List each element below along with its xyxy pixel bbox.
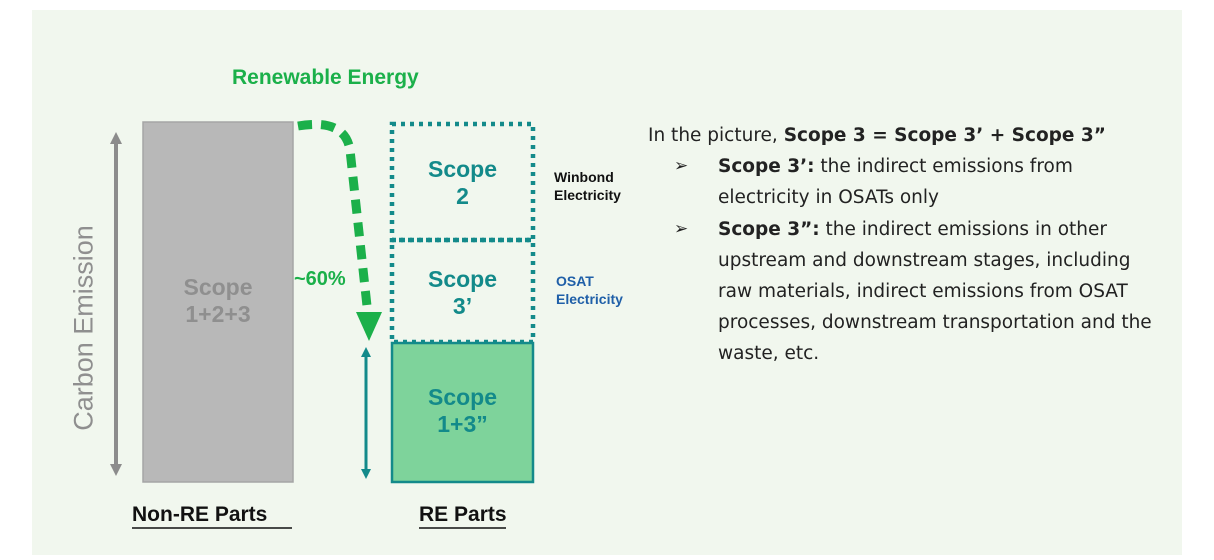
winbond-line2: Electricity: [554, 187, 621, 203]
scope-2-box: [389, 121, 536, 243]
non-re-scope-line1: Scope: [183, 274, 253, 300]
renewable-arrow: [297, 119, 373, 316]
intro-formula: Scope 3 = Scope 3’ + Scope 3”: [783, 125, 1106, 146]
intro-prefix: In the picture,: [648, 125, 784, 146]
bullet-scope-3double: ➢ Scope 3”: the indirect emissions in ot…: [648, 214, 1168, 369]
non-re-scope-line2: 1+2+3: [185, 301, 251, 327]
explanation-block: In the picture, Scope 3 = Scope 3’ + Sco…: [648, 122, 1168, 369]
bullet-arrow-icon: ➢: [674, 219, 689, 239]
non-re-scope-label: Scope 1+2+3: [143, 274, 293, 328]
scope-1-3-box: [390, 341, 535, 484]
scope-1-3-label: Scope 1+3”: [392, 384, 533, 438]
bullet-term: Scope 3”:: [718, 219, 820, 240]
renewable-energy-title: Renewable Energy: [232, 66, 419, 89]
re-parts-caption: RE Parts: [419, 503, 507, 526]
scope-1-3-line1: Scope: [427, 384, 498, 410]
winbond-line1: Winbond: [554, 169, 614, 185]
explanation-intro: In the picture, Scope 3 = Scope 3’ + Sco…: [648, 122, 1168, 150]
osat-electricity-label: OSAT Electricity: [556, 272, 623, 308]
osat-line2: Electricity: [556, 291, 623, 307]
bullet-text: the indirect emissions from electricity …: [718, 156, 1073, 208]
explanation-bullets: ➢ Scope 3’: the indirect emissions from …: [648, 151, 1168, 369]
scope-2-label: Scope 2: [392, 156, 533, 210]
osat-line1: OSAT: [556, 273, 594, 289]
scope-2-line1: Scope: [427, 156, 498, 182]
reduction-label: ~60%: [294, 268, 346, 290]
renewable-arrow-head: [356, 312, 382, 341]
scope-3prime-label: Scope 3’: [392, 266, 533, 320]
bullet-scope-3prime: ➢ Scope 3’: the indirect emissions from …: [648, 151, 1168, 213]
scope-3prime-line2: 3’: [452, 293, 473, 319]
scope-3prime-box: [389, 237, 536, 345]
non-re-parts-caption: Non-RE Parts: [132, 503, 268, 526]
bullet-term: Scope 3’:: [718, 156, 815, 177]
bullet-text: the indirect emissions in other upstream…: [718, 219, 1152, 364]
carbon-emission-axis-label: Carbon Emission: [68, 225, 99, 431]
winbond-electricity-label: Winbond Electricity: [554, 168, 621, 204]
non-re-bar: [142, 121, 294, 483]
bullet-arrow-icon: ➢: [674, 156, 689, 176]
scope-1-3-line2: 1+3”: [437, 411, 488, 437]
scope-2-line2: 2: [456, 183, 469, 209]
scope-3prime-line1: Scope: [427, 266, 498, 292]
